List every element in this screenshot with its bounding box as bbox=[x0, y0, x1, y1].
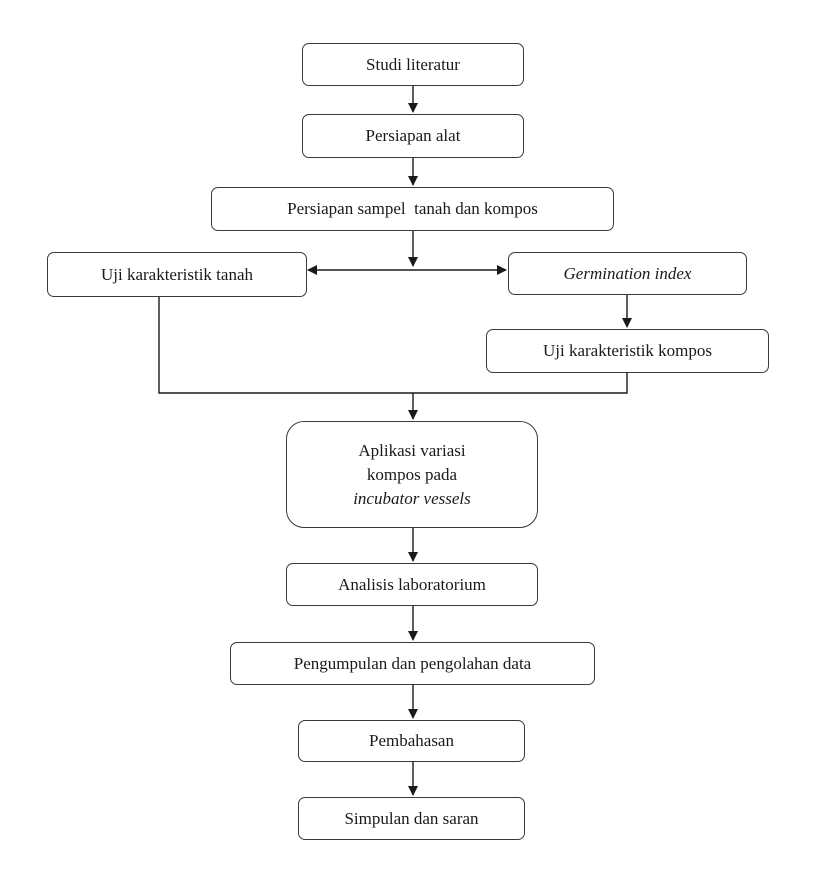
node-aplikasi-line1: Aplikasi variasi bbox=[358, 440, 466, 460]
node-aplikasi-line2: kompos pada bbox=[366, 464, 458, 484]
node-pembahasan: Pembahasan bbox=[298, 720, 525, 762]
node-persiapan-alat-label: Persiapan alat bbox=[365, 126, 461, 145]
node-simpulan-dan-saran: Simpulan dan saran bbox=[298, 797, 525, 840]
node-aplikasi-line3: incubator vessels bbox=[353, 488, 471, 508]
node-studi-literatur-label: Studi literatur bbox=[366, 54, 460, 74]
node-persiapan-sampel-label: Persiapan sampel tanah dan kompos bbox=[287, 199, 538, 218]
node-uji-karakteristik-kompos: Uji karakteristik kompos bbox=[486, 329, 769, 373]
node-studi-literatur: Studi literatur bbox=[302, 43, 524, 86]
node-persiapan-sampel: Persiapan sampel tanah dan kompos bbox=[211, 187, 614, 231]
node-analisis-laboratorium: Analisis laboratorium bbox=[286, 563, 538, 606]
node-persiapan-alat: Persiapan alat bbox=[302, 114, 524, 158]
node-pengumpulan-data: Pengumpulan dan pengolahan data bbox=[230, 642, 595, 685]
node-germination-index: Germination index bbox=[508, 252, 747, 295]
node-uji-tanah-label: Uji karakteristik tanah bbox=[100, 264, 253, 284]
node-germination-label: Germination index bbox=[563, 263, 692, 283]
node-uji-karakteristik-tanah: Uji karakteristik tanah bbox=[47, 252, 307, 297]
node-aplikasi-variasi-kompos: Aplikasi variasi kompos pada incubator v… bbox=[286, 421, 538, 528]
node-pembahasan-label: Pembahasan bbox=[369, 731, 454, 750]
node-pengumpulan-label: Pengumpulan dan pengolahan data bbox=[293, 653, 532, 673]
node-uji-kompos-label: Uji karakteristik kompos bbox=[542, 341, 713, 360]
node-analisis-label: Analisis laboratorium bbox=[338, 574, 486, 594]
edge-merge-line bbox=[158, 297, 628, 394]
node-simpulan-label: Simpulan dan saran bbox=[344, 808, 479, 828]
